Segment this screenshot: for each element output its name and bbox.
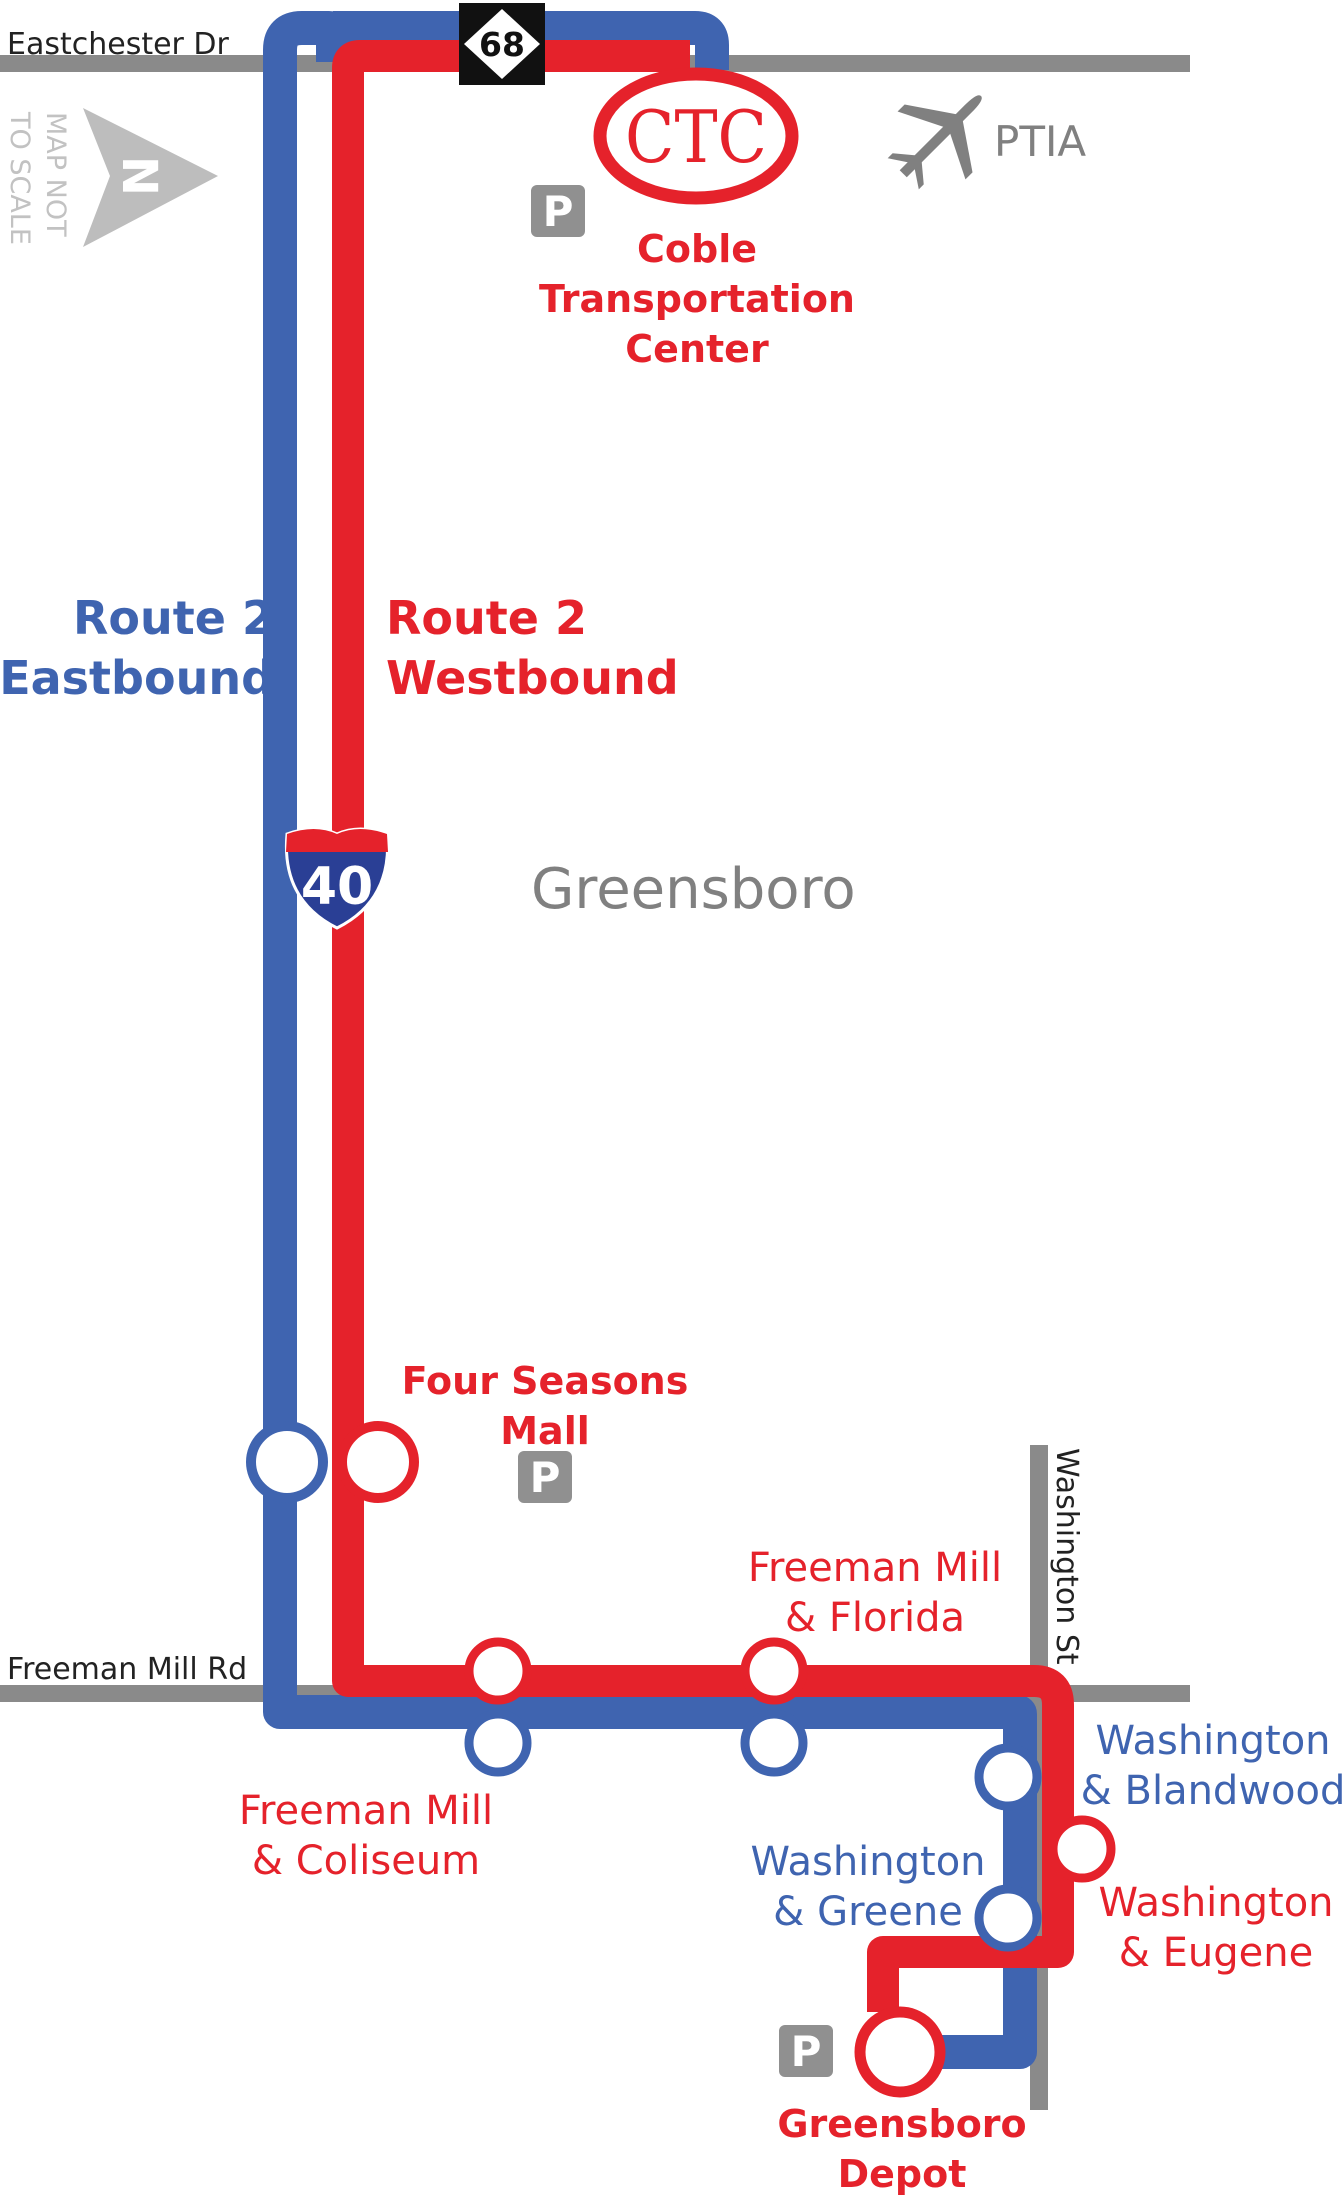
stop-greensboro-depot — [854, 2006, 946, 2098]
eastchester-dr-label: Eastchester Dr — [7, 27, 230, 62]
ctc-logo-text: CTC — [625, 95, 767, 179]
airplane-icon — [887, 95, 982, 190]
eastbound-route-line — [263, 11, 1037, 2069]
westbound-label-line2: Westbound — [386, 651, 679, 705]
parking-icon: P — [779, 2025, 833, 2077]
freeman-florida-label-line1: Freeman Mill — [748, 1545, 1002, 1591]
map-not-to-scale-line1: MAP NOT — [40, 112, 71, 237]
map-not-to-scale-line2: TO SCALE — [4, 111, 35, 245]
route-lines — [263, 11, 1074, 2069]
parking-icon: P — [518, 1451, 572, 1503]
ctc-logo-ring — [593, 67, 799, 205]
stop-washington-greene — [974, 1884, 1042, 1952]
svg-text:P: P — [543, 187, 574, 236]
four-seasons-label-line1: Four Seasons — [402, 1359, 689, 1403]
north-letter: N — [111, 156, 167, 196]
parking-icons: P P P — [518, 185, 833, 2077]
svg-text:P: P — [791, 2027, 822, 2076]
interstate-40-shield: 40 — [284, 827, 390, 930]
ctc-name-line3: Center — [625, 327, 769, 371]
greensboro-depot-label-line2: Depot — [838, 2152, 967, 2196]
north-arrow-icon — [83, 108, 218, 247]
freeman-mill-rd-label: Freeman Mill Rd — [7, 1652, 247, 1687]
washington-greene-label-line2: & Greene — [773, 1889, 963, 1935]
washington-eugene-label-line1: Washington — [1098, 1880, 1333, 1926]
stop-freeman-florida-eastbound — [740, 1709, 808, 1777]
airport: PTIA — [887, 95, 1086, 190]
city-label: Greensboro — [531, 857, 856, 922]
four-seasons-label-line2: Mall — [500, 1409, 590, 1453]
stop-washington-eugene — [1048, 1815, 1116, 1883]
interstate-shield-top — [286, 829, 388, 852]
ctc-station: CTC Coble Transportation Center — [539, 67, 855, 371]
eastbound-ctc-link — [333, 11, 729, 70]
washington-greene-label-line1: Washington — [750, 1839, 985, 1885]
stop-four-seasons-westbound — [337, 1421, 419, 1503]
stop-labels: Four Seasons Mall Freeman Mill & Florida… — [239, 1359, 1342, 2196]
washington-st-label: Washington St — [1049, 1448, 1084, 1665]
eastbound-label-line2: Eastbound — [0, 651, 274, 705]
ctc-name-line2: Transportation — [539, 277, 855, 321]
stop-freeman-coliseum-eastbound — [464, 1709, 532, 1777]
westbound-route-line — [332, 40, 1074, 2012]
ctc-name-line1: Coble — [637, 227, 757, 271]
airport-label: PTIA — [994, 117, 1086, 166]
eastbound-label-line1: Route 2 — [73, 591, 274, 645]
interstate-number: 40 — [301, 857, 373, 917]
svg-text:P: P — [530, 1453, 561, 1502]
washington-blandwood-label-line2: & Blandwood — [1081, 1768, 1342, 1814]
parking-icon: P — [531, 185, 585, 237]
westbound-label-line1: Route 2 — [386, 591, 587, 645]
washington-blandwood-label-line1: Washington — [1095, 1718, 1330, 1764]
stops — [246, 1421, 1116, 2098]
nc-68-number: 68 — [479, 25, 525, 64]
nc-68-diamond — [464, 9, 540, 79]
stop-washington-blandwood — [974, 1743, 1042, 1811]
freeman-coliseum-label-line1: Freeman Mill — [239, 1788, 493, 1834]
nc-68-shield: 68 — [459, 3, 545, 85]
greensboro-depot-label-line1: Greensboro — [777, 2102, 1026, 2146]
freeman-coliseum-label-line2: & Coliseum — [252, 1838, 480, 1884]
compass: N MAP NOT TO SCALE — [4, 108, 218, 247]
stop-four-seasons-eastbound — [246, 1421, 328, 1503]
stop-freeman-coliseum-westbound — [464, 1637, 532, 1705]
stop-freeman-florida-westbound — [740, 1637, 808, 1705]
freeman-florida-label-line2: & Florida — [785, 1595, 965, 1641]
route-labels: Route 2 Eastbound Route 2 Westbound — [0, 591, 679, 705]
washington-eugene-label-line2: & Eugene — [1119, 1930, 1314, 1976]
